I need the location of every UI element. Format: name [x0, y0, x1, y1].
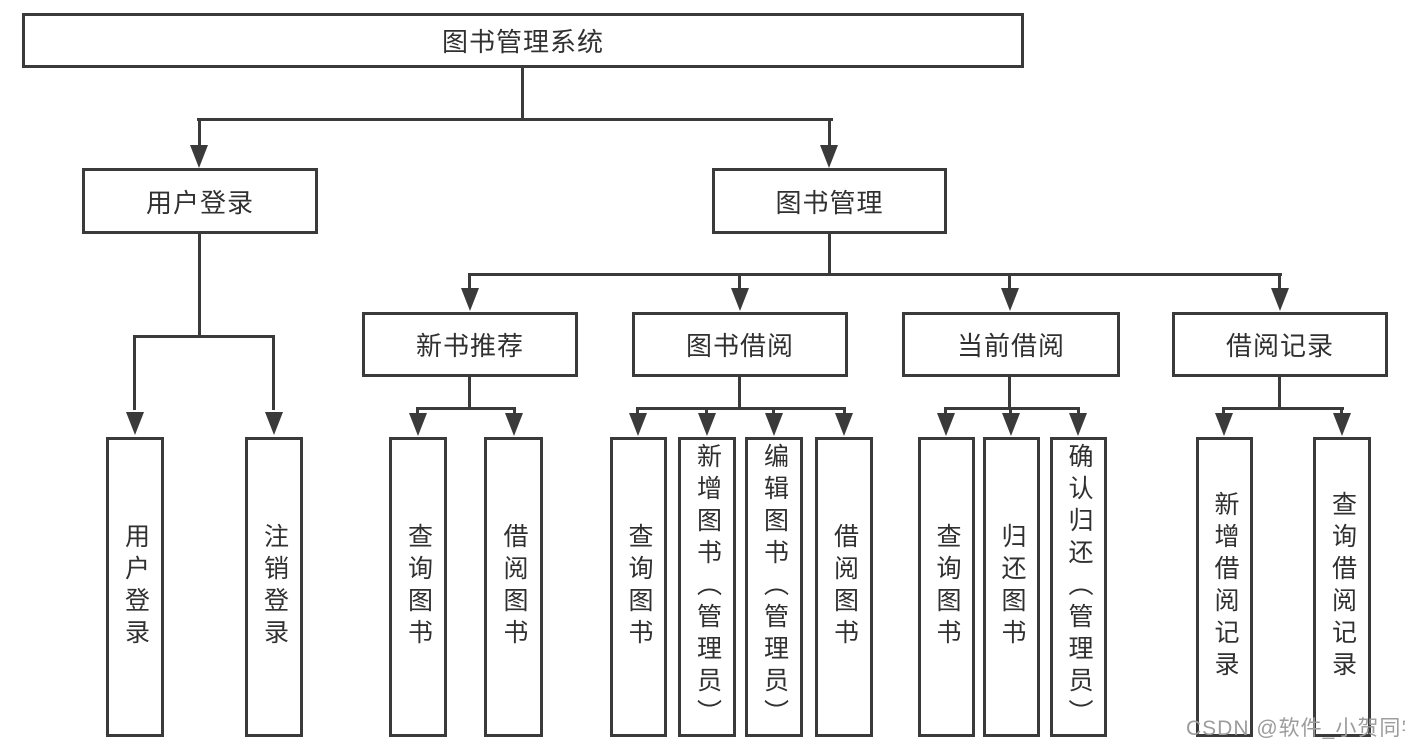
- arrow-down-icon: [1271, 288, 1289, 311]
- leaf-return-books-label: 归还图书: [998, 523, 1026, 651]
- connector-vline: [828, 234, 831, 275]
- leaf-borrow-books-recommend-label: 借阅图书: [500, 523, 528, 651]
- leaf-logout: 注销登录: [245, 437, 303, 737]
- leaf-add-borrow-record: 新增借阅记录: [1196, 437, 1253, 737]
- node-borrowing-records: 借阅记录: [1172, 312, 1388, 377]
- connector-vline: [133, 335, 136, 410]
- arrow-down-icon: [937, 413, 955, 436]
- connector-hline: [468, 273, 1282, 276]
- leaf-query-books-current-label: 查询图书: [933, 523, 961, 651]
- connector-vline: [843, 407, 846, 415]
- leaf-borrow-books-recommend: 借阅图书: [484, 437, 543, 737]
- node-book-borrowing: 图书借阅: [632, 312, 848, 377]
- connector-vline: [1008, 273, 1011, 290]
- leaf-user-login: 用户登录: [106, 437, 164, 737]
- connector-vline: [1009, 407, 1012, 415]
- leaf-query-borrow-record: 查询借阅记录: [1313, 437, 1371, 737]
- leaf-borrow-books-label: 借阅图书: [830, 523, 859, 651]
- leaf-confirm-return-admin: 确认归还（管理员）: [1050, 437, 1107, 737]
- arrow-down-icon: [1001, 288, 1019, 311]
- connector-hline: [1222, 407, 1344, 410]
- connector-hline: [197, 118, 833, 121]
- leaf-query-books-current: 查询图书: [918, 437, 975, 737]
- leaf-return-books: 归还图书: [983, 437, 1040, 737]
- arrow-down-icon: [765, 413, 783, 436]
- connector-vline: [513, 407, 516, 415]
- leaf-query-books-recommend-label: 查询图书: [404, 523, 433, 651]
- leaf-logout-label: 注销登录: [260, 523, 289, 651]
- arrow-down-icon: [265, 412, 283, 435]
- connector-vline: [272, 335, 275, 410]
- watermark: CSDN @软件_小贺同学: [1186, 717, 1405, 740]
- node-book-management: 图书管理: [712, 168, 947, 234]
- leaf-borrow-books: 借阅图书: [815, 437, 873, 737]
- arrow-down-icon: [1002, 413, 1020, 436]
- arrow-down-icon: [835, 413, 853, 436]
- arrow-down-icon: [1069, 413, 1087, 436]
- node-library-management-system: 图书管理系统: [22, 13, 1024, 68]
- arrow-down-icon: [731, 288, 749, 311]
- leaf-confirm-return-admin-label: 确认归还（管理员）: [1065, 443, 1093, 731]
- connector-vline: [738, 273, 741, 290]
- arrow-down-icon: [820, 145, 838, 168]
- arrow-down-icon: [190, 145, 208, 168]
- connector-hline: [636, 407, 846, 410]
- arrow-down-icon: [409, 413, 427, 436]
- leaf-query-borrow-record-label: 查询借阅记录: [1328, 491, 1357, 683]
- connector-hline: [944, 407, 1080, 410]
- connector-vline: [944, 407, 947, 415]
- arrow-down-icon: [126, 412, 144, 435]
- connector-vline: [772, 407, 775, 415]
- arrow-down-icon: [698, 413, 716, 436]
- connector-vline: [468, 377, 471, 409]
- connector-vline: [1008, 377, 1011, 409]
- leaf-add-book-admin-label: 新增图书（管理员）: [693, 443, 722, 731]
- connector-vline: [1222, 407, 1225, 415]
- connector-vline: [738, 377, 741, 409]
- connector-hline: [416, 407, 516, 410]
- connector-hline: [133, 335, 275, 338]
- connector-vline: [636, 407, 639, 415]
- connector-vline: [521, 68, 524, 120]
- arrow-down-icon: [1215, 413, 1233, 436]
- arrow-down-icon: [461, 288, 479, 311]
- connector-vline: [468, 273, 471, 290]
- node-current-borrowing: 当前借阅: [902, 312, 1120, 377]
- arrow-down-icon: [505, 413, 523, 436]
- connector-vline: [198, 234, 201, 337]
- leaf-query-books-recommend: 查询图书: [389, 437, 447, 737]
- connector-vline: [198, 118, 201, 148]
- connector-vline: [1340, 407, 1343, 415]
- connector-vline: [416, 407, 419, 415]
- connector-vline: [828, 118, 831, 148]
- arrow-down-icon: [629, 413, 647, 436]
- connector-vline: [1077, 407, 1080, 415]
- node-user-login: 用户登录: [82, 168, 318, 234]
- leaf-edit-book-admin: 编辑图书（管理员）: [745, 437, 803, 737]
- leaf-query-books-borrow-label: 查询图书: [625, 523, 653, 651]
- connector-vline: [1278, 273, 1281, 290]
- node-new-book-recommendation: 新书推荐: [362, 312, 578, 377]
- leaf-add-book-admin: 新增图书（管理员）: [678, 437, 736, 737]
- connector-vline: [705, 407, 708, 415]
- leaf-query-books-borrow: 查询图书: [610, 437, 667, 737]
- arrow-down-icon: [1333, 413, 1351, 436]
- leaf-user-login-label: 用户登录: [121, 523, 150, 651]
- leaf-edit-book-admin-label: 编辑图书（管理员）: [760, 443, 789, 731]
- connector-vline: [1278, 377, 1281, 409]
- leaf-add-borrow-record-label: 新增借阅记录: [1211, 491, 1239, 683]
